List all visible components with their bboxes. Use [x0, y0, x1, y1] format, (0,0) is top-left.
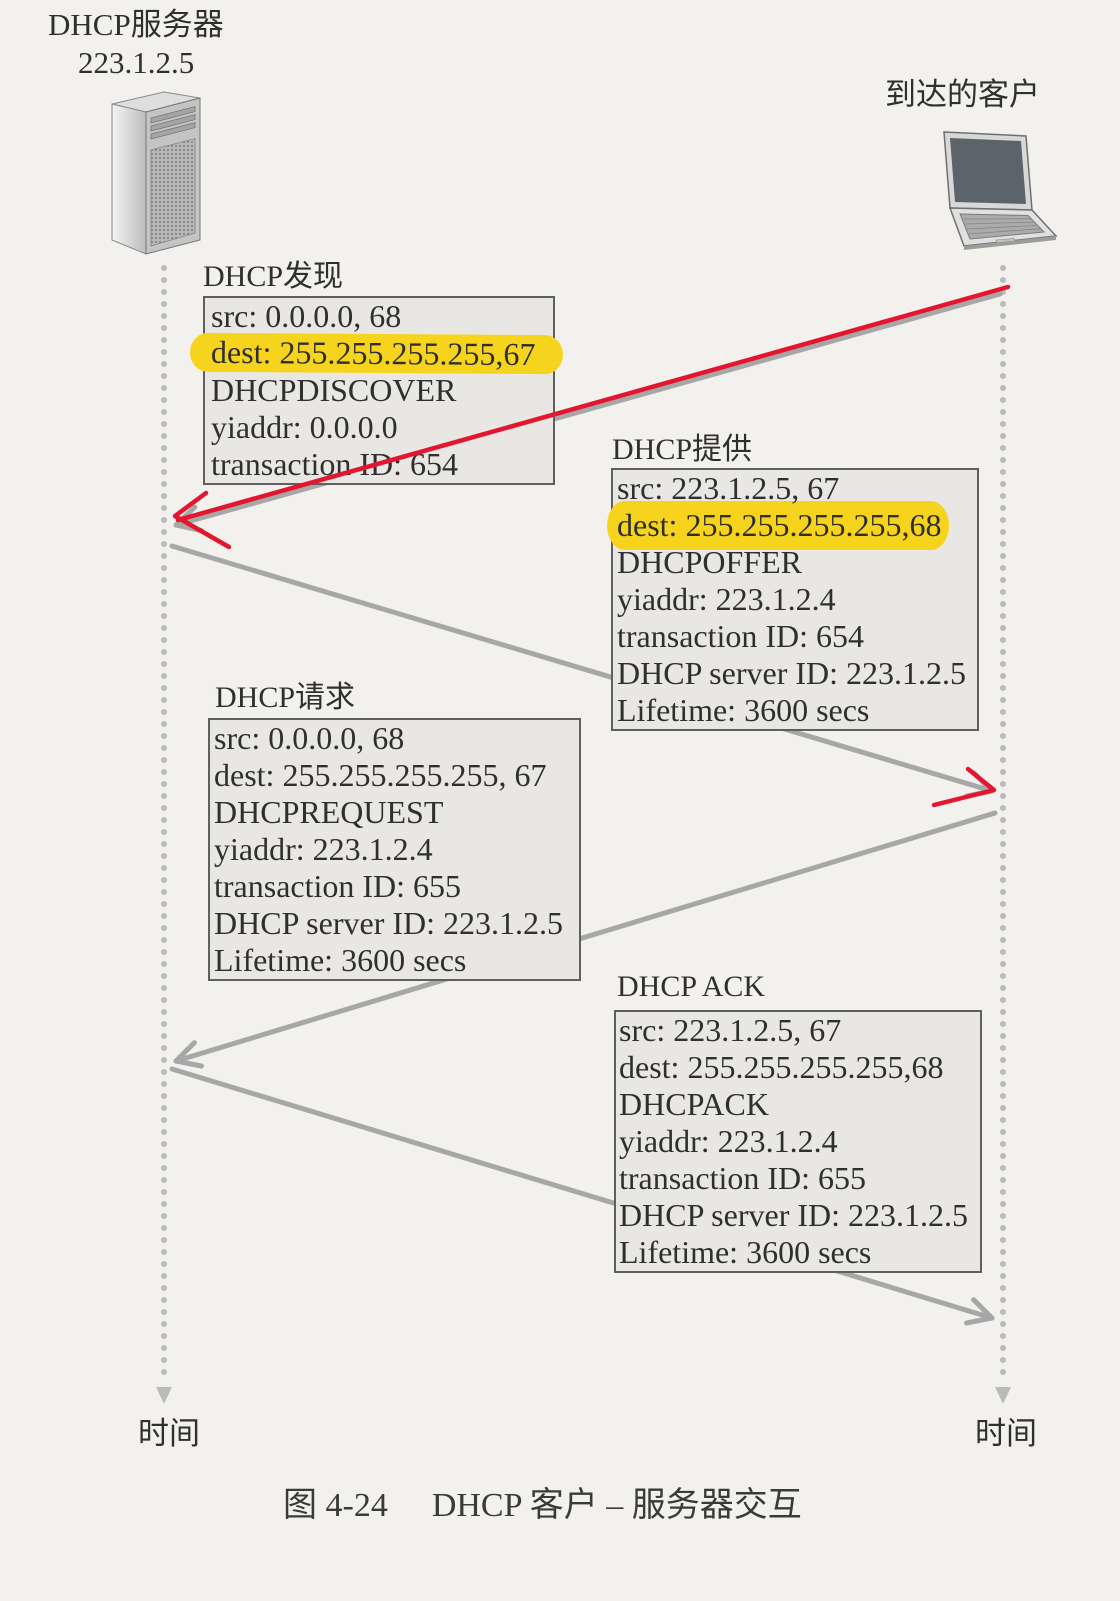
- ack-server-id: DHCP server ID: 223.1.2.5: [619, 1197, 968, 1233]
- discover-message-title: DHCP发现: [203, 260, 344, 293]
- offer-message-box: src: 223.1.2.5, 67 dest: 255.255.255.255…: [607, 468, 979, 731]
- client-timeline-arrowhead: [995, 1387, 1011, 1404]
- request-type: DHCPREQUEST: [214, 794, 444, 830]
- server-tower-icon: [111, 91, 201, 255]
- request-arrow: [173, 810, 998, 1064]
- offer-yiaddr: yiaddr: 223.1.2.4: [617, 581, 836, 617]
- server-time-label: 时间: [138, 1416, 200, 1451]
- offer-arrow: [169, 543, 995, 794]
- client-title: 到达的客户: [885, 77, 1040, 112]
- client-time-label: 时间: [975, 1416, 1037, 1451]
- offer-dest: dest: 255.255.255.255,68: [607, 501, 950, 550]
- ack-dest: dest: 255.255.255.255,68: [619, 1049, 944, 1085]
- offer-server-id: DHCP server ID: 223.1.2.5: [617, 655, 966, 691]
- discover-type: DHCPDISCOVER: [211, 372, 457, 408]
- ack-message-box: src: 223.1.2.5, 67 dest: 255.255.255.255…: [614, 1010, 982, 1273]
- request-dest: dest: 255.255.255.255, 67: [214, 757, 547, 793]
- request-lifetime: Lifetime: 3600 secs: [214, 942, 467, 978]
- request-src: src: 0.0.0.0, 68: [214, 720, 405, 756]
- request-transaction-id: transaction ID: 655: [214, 868, 462, 904]
- server-ip: 223.1.2.5: [78, 45, 195, 80]
- offer-type: DHCPOFFER: [617, 544, 802, 580]
- offer-transaction-id: transaction ID: 654: [617, 618, 865, 654]
- ack-arrowhead: [964, 1297, 995, 1326]
- offer-message-title: DHCP提供: [612, 433, 753, 466]
- discover-src: src: 0.0.0.0, 68: [211, 298, 402, 334]
- figure-number: 图 4-24: [283, 1487, 388, 1524]
- ack-arrow: [169, 1066, 995, 1321]
- ack-yiaddr: yiaddr: 223.1.2.4: [619, 1123, 838, 1159]
- caption-title: DHCP 客户 – 服务器交互: [431, 1487, 802, 1524]
- request-message-title: DHCP请求: [215, 681, 356, 714]
- server-title: DHCP服务器: [48, 7, 224, 42]
- ack-lifetime: Lifetime: 3600 secs: [619, 1234, 872, 1270]
- request-yiaddr: yiaddr: 223.1.2.4: [214, 831, 433, 867]
- discover-dest: dest: 255.255.255.255,67: [189, 332, 564, 375]
- discover-message-box: src: 0.0.0.0, 68 dest: 255.255.255.255,6…: [189, 296, 564, 485]
- ack-message-title: DHCP ACK: [617, 970, 766, 1003]
- discover-transaction-id: transaction ID: 654: [211, 446, 459, 482]
- request-arrowhead: [173, 1040, 204, 1069]
- server-timeline-arrowhead: [156, 1387, 172, 1404]
- ack-transaction-id: transaction ID: 655: [619, 1160, 867, 1196]
- ack-type: DHCPACK: [619, 1086, 769, 1122]
- ack-src: src: 223.1.2.5, 67: [619, 1012, 842, 1048]
- request-message-box: src: 0.0.0.0, 68 dest: 255.255.255.255, …: [208, 718, 581, 981]
- request-server-id: DHCP server ID: 223.1.2.5: [214, 905, 563, 941]
- offer-lifetime: Lifetime: 3600 secs: [617, 692, 870, 728]
- laptop-icon: [943, 131, 1058, 250]
- discover-yiaddr: yiaddr: 0.0.0.0: [211, 409, 398, 445]
- figure-caption: 图 4-24 DHCP 客户 – 服务器交互: [283, 1487, 802, 1525]
